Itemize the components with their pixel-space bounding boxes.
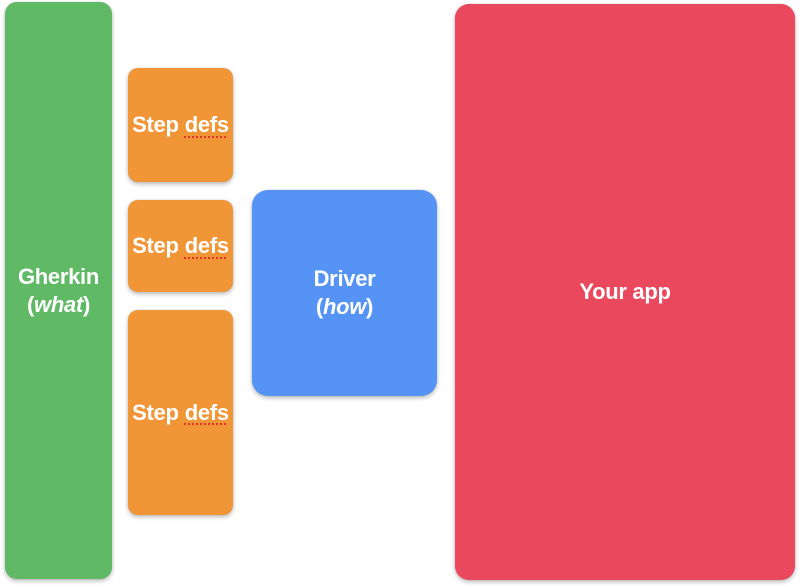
step-defs-word1: Step <box>132 112 179 137</box>
step-defs-word1: Step <box>132 233 179 258</box>
your-app-box: Your app <box>455 4 795 580</box>
driver-box: Driver (how) <box>252 190 437 396</box>
gherkin-subtitle: (what) <box>18 291 99 319</box>
driver-subtitle-word: how <box>322 294 367 319</box>
paren-open: ( <box>315 294 323 319</box>
paren-open: ( <box>27 291 35 317</box>
driver-title: Driver <box>313 266 376 291</box>
your-app-label: Your app <box>579 279 671 304</box>
gherkin-title: Gherkin <box>17 263 100 289</box>
paren-close: ) <box>366 294 374 319</box>
step-defs-word2-misspelled: defs <box>184 399 229 425</box>
gherkin-subtitle-word: what <box>34 291 83 317</box>
step-defs-word2-misspelled: defs <box>184 112 229 137</box>
step-defs-word1: Step <box>132 399 179 425</box>
driver-subtitle: (how) <box>314 293 376 321</box>
gherkin-box: Gherkin (what) <box>5 2 112 579</box>
step-defs-word2-misspelled: defs <box>184 233 229 258</box>
paren-close: ) <box>82 291 90 317</box>
gherkin-label: Gherkin (what) <box>18 263 99 319</box>
driver-label: Driver (how) <box>314 265 376 321</box>
